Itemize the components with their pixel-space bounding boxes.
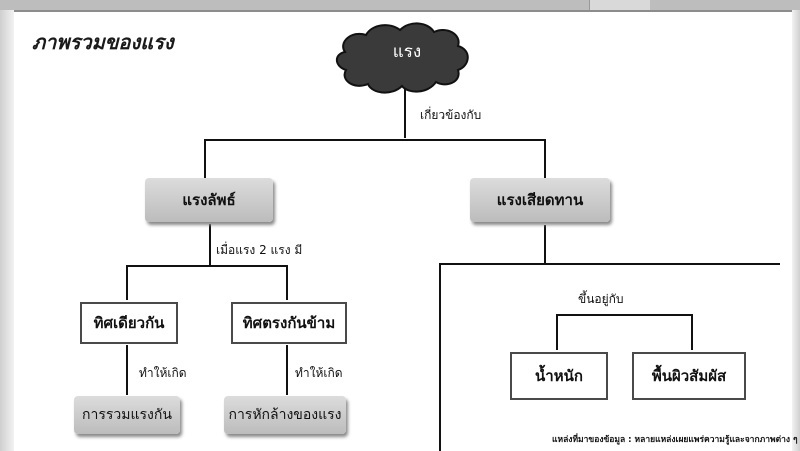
same-direction-relation-label: ทำให้เกิด [136,364,190,383]
contact-surface-node: พื้นผิวสัมผัส [632,352,746,400]
page-title: ภาพรวมของแรง [32,30,174,54]
right-page-edge [792,10,800,451]
friction-split-connector [439,263,780,451]
combined-force-label: การรวมแรงกัน [82,407,172,423]
opposite-direction-relation-label: ทำให้เกิด [292,364,346,383]
cancelling-force-label: การหักล้างของแรง [228,407,342,423]
cancelling-force-node: การหักล้างของแรง [224,396,346,434]
root-node-label: แรง [392,42,422,62]
top-bar-corner [589,0,650,10]
window-top-bar [0,0,800,12]
resultant-split-connector [126,265,288,300]
weight-label: น้ำหนัก [535,367,583,385]
contact-surface-label: พื้นผิวสัมผัส [651,367,727,385]
source-note: แหล่งที่มาของข้อมูล : หลายแหล่งเผยแพร่คว… [552,435,798,445]
left-page-edge [0,10,14,451]
opposite-direction-node: ทิศตรงกันข้าม [231,302,347,344]
resultant-force-node: แรงลัพธ์ [145,178,273,222]
friction-force-node: แรงเสียดทาน [470,178,610,222]
resultant-force-label: แรงลัพธ์ [182,191,236,209]
combined-force-node: การรวมแรงกัน [74,396,180,434]
opposite-direction-label: ทิศตรงกันข้าม [242,314,336,332]
friction-force-label: แรงเสียดทาน [496,191,584,209]
root-cloud-shape [335,22,469,94]
factor-split-connector [556,314,693,350]
root-relation-label: เกี่ยวข้องกับ [420,108,482,122]
same-direction-node: ทิศเดียวกัน [80,302,178,344]
resultant-relation-label: เมื่อแรง 2 แรง มี [213,241,306,260]
friction-relation-label: ขึ้นอยู่กับ [575,290,627,309]
same-direction-label: ทิศเดียวกัน [93,314,165,332]
root-split-connector [204,139,546,182]
weight-node: น้ำหนัก [510,352,608,400]
